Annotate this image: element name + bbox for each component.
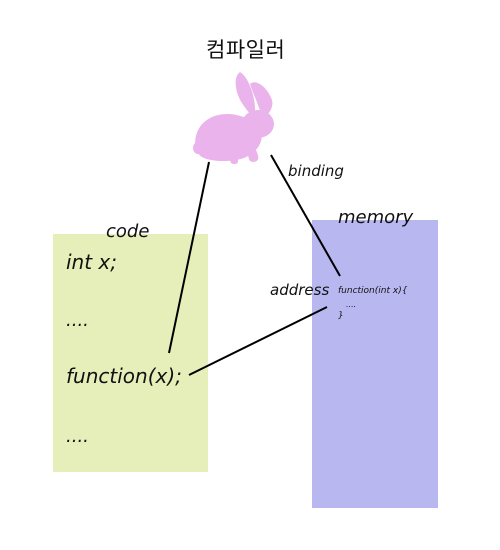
memory-label: memory: [338, 207, 414, 228]
memory-box: [312, 220, 438, 508]
memory-line: }: [338, 311, 344, 321]
code-line: int x;: [66, 250, 118, 274]
code-line: ....: [66, 310, 89, 331]
code-label: code: [106, 221, 150, 242]
code-line: ....: [66, 426, 89, 447]
address-label: address: [270, 281, 330, 299]
compiler-title: 컴파일러: [206, 38, 286, 62]
memory-line: function(int x){: [338, 286, 408, 296]
binding-label: binding: [288, 162, 344, 180]
address-line: [188, 306, 328, 376]
memory-line: ....: [346, 300, 357, 309]
code-line: function(x);: [66, 364, 182, 388]
rabbit-icon: [193, 72, 274, 164]
